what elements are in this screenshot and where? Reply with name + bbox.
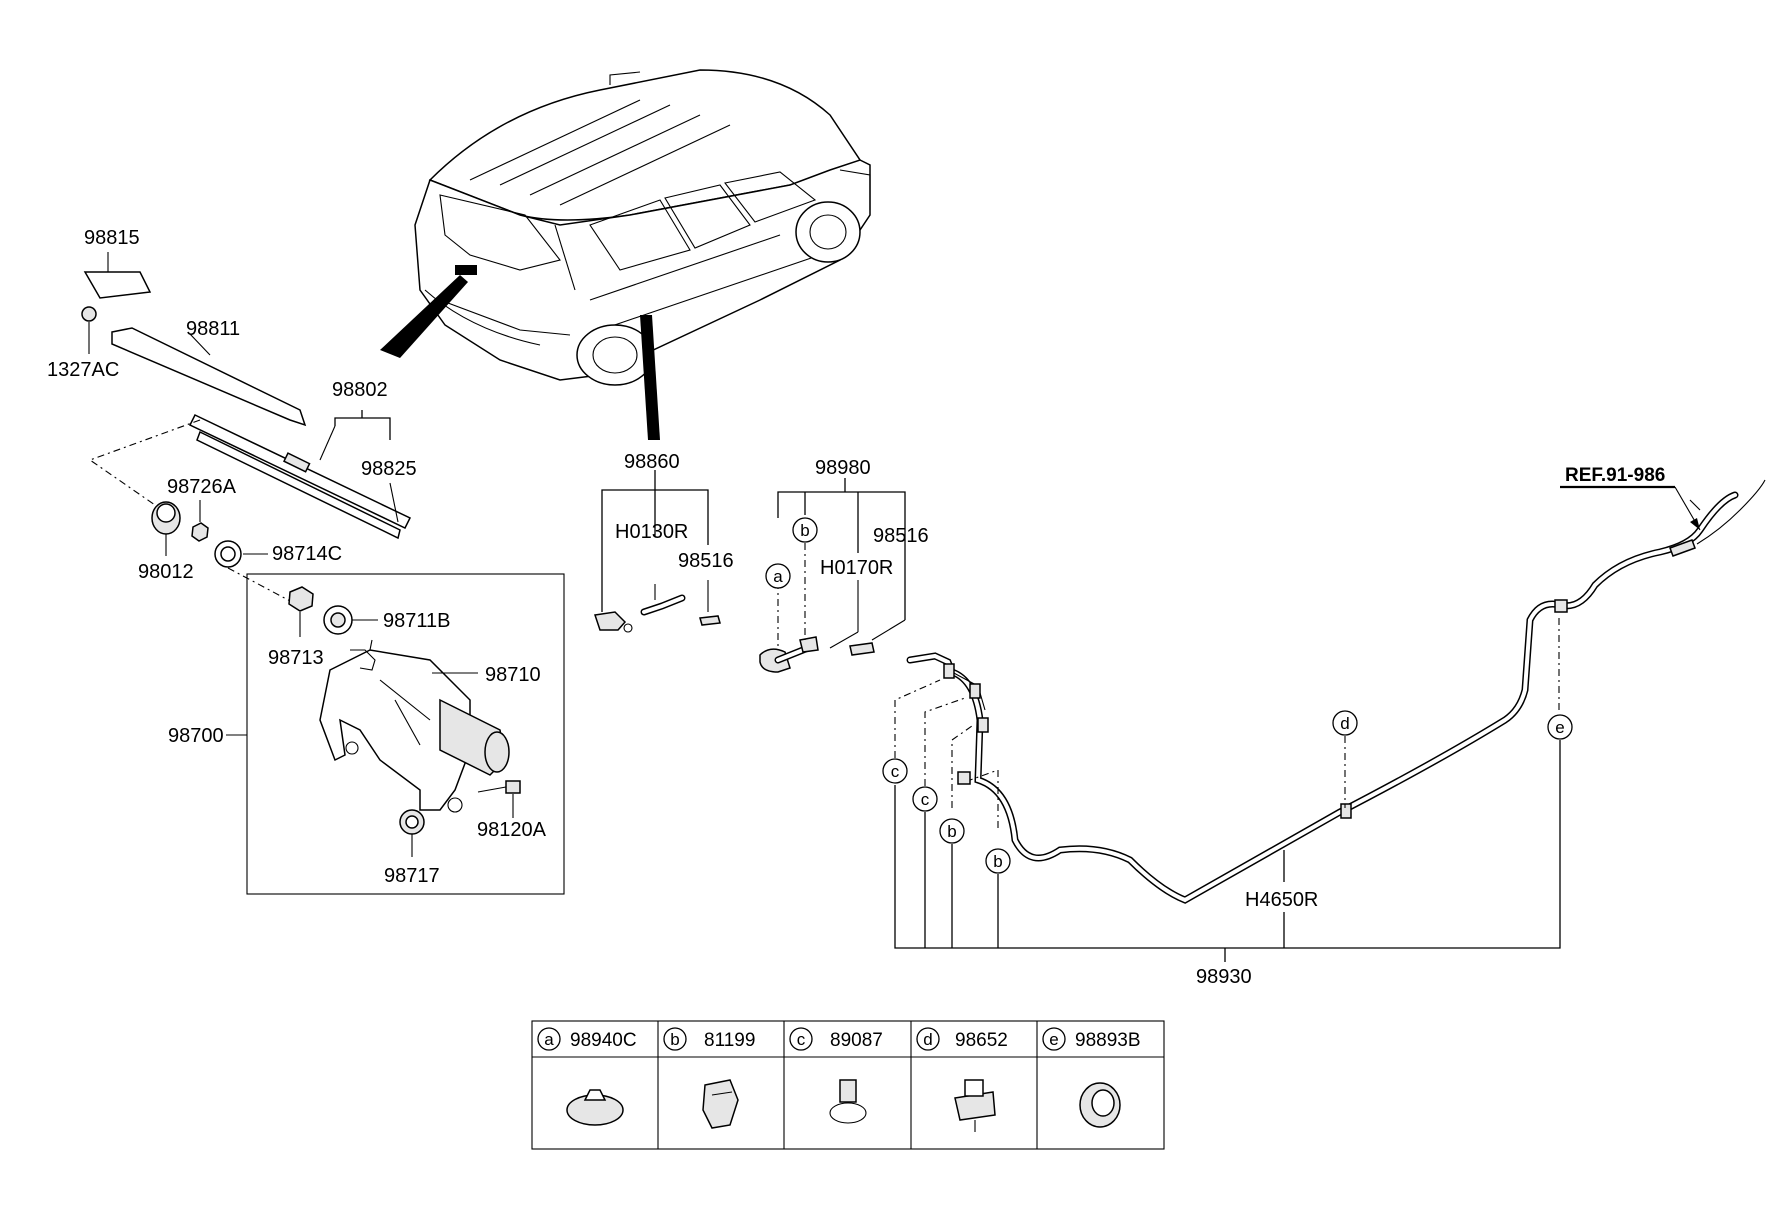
label-98516-left[interactable]: 98516 [678,550,734,572]
part-98710-motor[interactable] [319,649,471,811]
hose-assembly-bracket [894,740,1561,962]
svg-text:98893B: 98893B [1075,1030,1141,1051]
svg-text:89087: 89087 [830,1030,883,1051]
label-98700[interactable]: 98700 [168,725,224,747]
legend-cell-d[interactable]: d 98652 [916,1027,1008,1132]
callout-b-1[interactable]: b [939,818,965,844]
vehicle-illustration [380,69,871,440]
main-hose [943,479,1766,904]
svg-text:c: c [891,762,900,781]
label-98930[interactable]: 98930 [1196,966,1252,988]
callout-d[interactable]: d [1332,710,1358,736]
svg-text:98940C: 98940C [570,1030,637,1051]
label-98802[interactable]: 98802 [332,379,388,401]
svg-text:c: c [921,790,930,809]
part-labels: 98815 1327AC 98811 98802 98825 98726A 98… [47,227,1665,988]
svg-text:98652: 98652 [955,1030,1008,1051]
svg-text:c: c [797,1030,806,1049]
legend-cell-a[interactable]: a 98940C [537,1027,637,1126]
legend-cell-b[interactable]: b 81199 [663,1027,755,1129]
svg-text:b: b [670,1030,679,1049]
label-98717[interactable]: 98717 [384,865,440,887]
svg-text:b: b [947,822,956,841]
legend-cell-c[interactable]: c 89087 [789,1027,883,1124]
label-98815[interactable]: 98815 [84,227,140,249]
label-98811[interactable]: 98811 [186,318,240,340]
label-H0130R[interactable]: H0130R [615,521,688,543]
motor-assembly [288,586,521,857]
callout-leaders [894,614,1560,828]
svg-text:d: d [1340,714,1349,733]
label-98726A[interactable]: 98726A [167,476,237,498]
label-98980[interactable]: 98980 [815,457,871,479]
label-H0170R[interactable]: H0170R [820,557,893,579]
motor-assembly-box [246,573,565,895]
part-98713-nut[interactable] [288,586,314,612]
part-98120A-bolt[interactable] [477,780,521,794]
callout-c-2[interactable]: c [912,786,938,812]
legend-cell-e[interactable]: e 98893B [1042,1027,1141,1128]
part-1327AC-nut[interactable] [81,306,97,322]
svg-text:d: d [923,1030,932,1049]
callout-e[interactable]: e [1547,714,1573,740]
callout-c-1[interactable]: c [882,758,908,784]
part-98711B-cap[interactable] [323,605,353,635]
svg-text:e: e [1049,1030,1058,1049]
label-98825[interactable]: 98825 [361,458,417,480]
label-ref-91-986[interactable]: REF.91-986 [1565,465,1665,486]
part-nozzle[interactable] [594,611,627,631]
callout-b-top[interactable]: b [792,517,818,543]
mount-hardware [151,500,293,603]
svg-text:a: a [544,1030,554,1049]
svg-text:b: b [800,521,809,540]
legend-table: a 98940C b 81199 c 89087 d 98652 [531,1020,1165,1150]
wiper-arm-blade [81,252,412,540]
label-98012[interactable]: 98012 [138,561,194,583]
label-98710[interactable]: 98710 [485,664,541,686]
svg-text:a: a [773,567,783,586]
part-98811-arm[interactable] [111,327,307,427]
label-98860[interactable]: 98860 [624,451,680,473]
label-98713[interactable]: 98713 [268,647,324,669]
label-98711B[interactable]: 98711B [383,610,450,632]
part-98717-grommet[interactable] [399,809,425,835]
part-98726A-nut[interactable] [191,522,209,542]
label-H4650R[interactable]: H4650R [1245,889,1318,911]
nozzle-hose-group [594,470,721,633]
label-98120A[interactable]: 98120A [477,819,547,841]
callout-a[interactable]: a [765,563,791,589]
svg-text:81199: 81199 [704,1030,755,1051]
part-98815-cap[interactable] [83,271,152,299]
part-98714C-grommet[interactable] [214,540,242,568]
svg-text:b: b [993,852,1002,871]
part-98825-blade[interactable] [188,414,412,529]
label-98714C[interactable]: 98714C [272,543,342,565]
joint-group [759,478,956,676]
part-98012-pivot[interactable] [151,501,181,535]
label-98516-right[interactable]: 98516 [873,525,929,547]
svg-text:e: e [1555,718,1564,737]
label-1327AC[interactable]: 1327AC [47,359,119,381]
callout-b-2[interactable]: b [985,848,1011,874]
